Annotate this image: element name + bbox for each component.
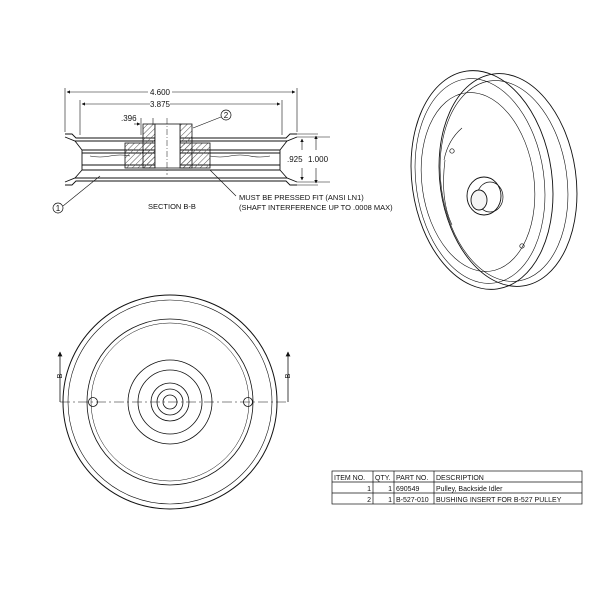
front-view: B B [55,294,292,510]
hub-section [124,118,211,175]
balloon-item-1: 1 [52,175,101,214]
press-fit-note: MUST BE PRESSED FIT (ANSI LN1) (SHAFT IN… [209,169,393,212]
cut-letter-left: B [55,373,64,378]
balloon-item-2: 2 [192,109,232,129]
bom-header-part: PART NO. [396,475,428,482]
bom-row1-part: 690549 [396,486,419,493]
section-label: SECTION B-B [148,202,196,211]
dim-height-a-text: .925 [287,155,303,164]
bom-header-description: DESCRIPTION [436,475,484,482]
bom-row2-item: 2 [367,497,371,504]
dim-bore-text: .396 [121,114,137,123]
bom-row1-description: Pulley, Backside Idler [436,486,503,493]
iso-bore [470,189,488,211]
dim-overall-width-text: 4.600 [150,88,171,97]
dimension-inner-width: 3.875 [79,100,283,135]
dim-height-b-text: 1.000 [308,155,329,164]
cutting-plane-line: B B [55,351,292,403]
note-line-1: MUST BE PRESSED FIT (ANSI LN1) [239,193,364,202]
bom-row1-item: 1 [367,486,371,493]
cut-letter-right: B [283,373,292,378]
iso-hub-outer [466,176,502,216]
dimension-overall-width: 4.600 [64,88,298,132]
bom-row1-qty: 1 [388,486,392,493]
bom-header-qty: QTY. [375,475,390,482]
bom-header-item: ITEM NO. [334,475,365,482]
isometric-view [410,70,578,290]
section-view: 4.600 3.875 .396 [52,88,393,214]
bom-row2-part: B-527-010 [396,497,429,504]
balloon-2-text: 2 [224,111,229,120]
bom-row2-description: BUSHING INSERT FOR B-527 PULLEY [436,497,562,504]
bom-table: ITEM NO. QTY. PART NO. DESCRIPTION 1 1 6… [331,470,583,505]
balloon-1-text: 1 [56,204,61,213]
dim-inner-width-text: 3.875 [150,100,171,109]
note-line-2: (SHAFT INTERFERENCE UP TO .0008 MAX) [239,203,393,212]
dimension-heights: .925 1.000 [287,133,330,186]
bom-row2-qty: 1 [388,497,392,504]
